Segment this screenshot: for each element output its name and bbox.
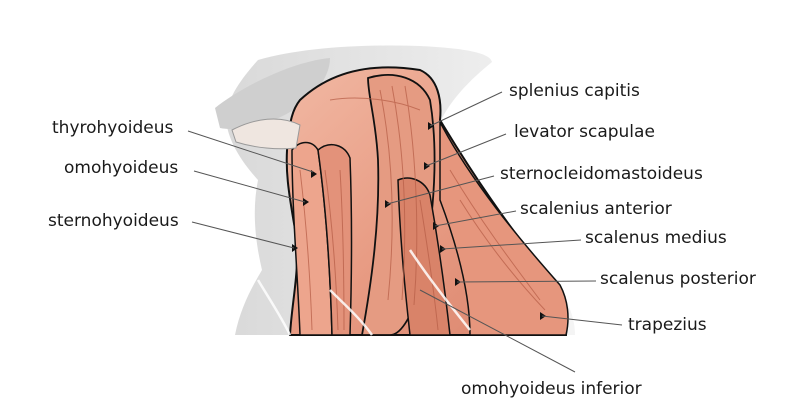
leader-levator-scapulae [425,133,507,167]
label-scalenus-medius: scalenus medius [585,228,727,248]
label-sternohyoideus: sternohyoideus [48,211,179,231]
leader-scalenius-anterior [434,210,517,227]
leader-sternocleidomastoideus [386,175,495,205]
label-scalenus-posterior: scalenus posterior [600,269,756,289]
leader-scalenus-posterior [456,280,597,283]
leader-trapezius [541,315,623,326]
label-scalenius-anterior: scalenius anterior [520,199,672,219]
label-trapezius: trapezius [628,315,707,335]
label-splenius-capitis: splenius capitis [509,81,640,101]
label-thyrohyoideus: thyrohyoideus [52,118,174,138]
label-omohyoideus-inferior: omohyoideus inferior [461,379,642,399]
leader-lines [187,91,623,373]
leader-omohyoideus [193,170,306,203]
leader-omohyoideus-inferior [419,289,576,373]
label-levator-scapulae: levator scapulae [514,122,655,142]
leader-scalenus-medius [441,239,582,250]
leader-splenius-capitis [429,91,503,127]
leader-sternohyoideus [191,221,295,249]
leader-thyrohyoideus [187,130,314,173]
label-sternocleidomastoideus: sternocleidomastoideus [500,164,703,184]
label-omohyoideus: omohyoideus [64,158,179,178]
